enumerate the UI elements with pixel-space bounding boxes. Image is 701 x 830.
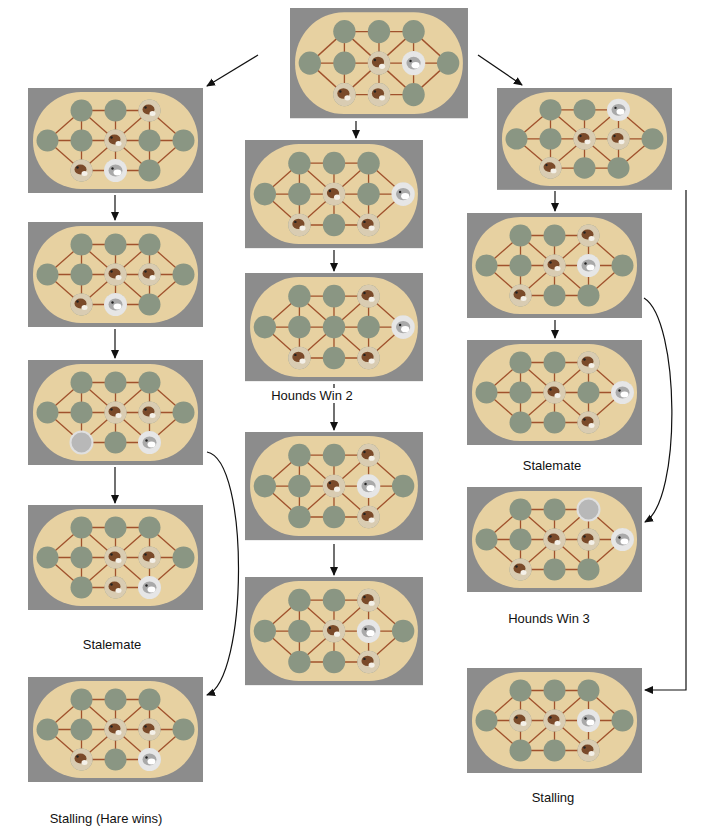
board xyxy=(467,213,642,318)
board xyxy=(497,88,672,190)
board xyxy=(467,340,642,445)
board xyxy=(467,487,642,592)
outcome-label: Hounds Win 3 xyxy=(506,611,592,626)
outcome-label: Hounds Win 2 xyxy=(269,388,355,403)
outcome-label: Stalling xyxy=(530,790,577,805)
board xyxy=(467,668,642,773)
outcome-label: Stalemate xyxy=(521,458,584,473)
board xyxy=(245,432,423,540)
board xyxy=(28,88,203,193)
tree-arrows xyxy=(115,55,686,695)
board xyxy=(28,360,203,465)
outcome-label: Stalling (Hare wins) xyxy=(48,811,165,826)
board xyxy=(245,140,423,248)
board xyxy=(28,505,203,610)
board xyxy=(245,273,423,381)
board xyxy=(245,577,423,685)
board xyxy=(28,677,203,782)
board xyxy=(28,222,203,327)
board-root xyxy=(290,8,468,118)
outcome-label: Stalemate xyxy=(81,637,144,652)
